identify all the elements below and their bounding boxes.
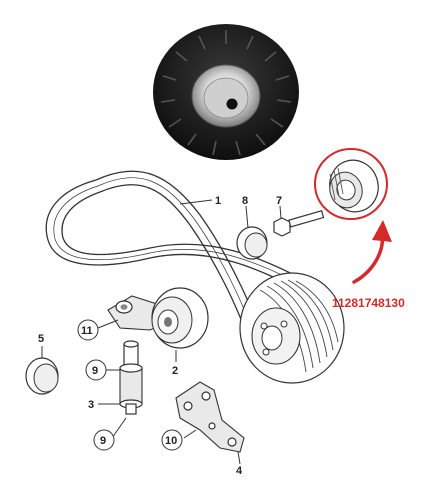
callout-5: 5 [38,333,44,345]
svg-text:11: 11 [81,325,93,337]
leader-lines [41,199,282,465]
callout-9b: 9 [93,429,115,451]
tensioner-pulley [151,287,209,349]
callout-7: 7 [276,195,282,207]
svg-text:9: 9 [100,435,106,447]
pulley-photo [153,24,299,160]
part-number-label: 11281748130 [332,296,405,310]
callout-2: 2 [172,365,178,377]
callout-labels: 1 8 7 11 5 9 2 3 9 10 4 [38,195,282,477]
idler-bearing-highlight [314,148,388,220]
callout-11: 11 [77,319,99,341]
svg-text:10: 10 [165,435,177,447]
mounting-bracket [175,381,245,453]
washer-5 [25,357,59,395]
svg-text:9: 9 [92,365,98,377]
pulley-ribs [160,30,292,156]
cap-8 [236,226,268,260]
callout-1: 1 [215,195,221,207]
callout-10: 10 [161,429,183,451]
red-arrow [352,220,392,284]
hydraulic-tensioner [119,340,143,415]
callout-3: 3 [88,399,94,411]
callout-4: 4 [236,465,243,477]
callout-9a: 9 [85,359,107,381]
large-pulley [239,272,345,384]
callout-8: 8 [242,195,248,207]
bolt-7 [273,210,325,237]
